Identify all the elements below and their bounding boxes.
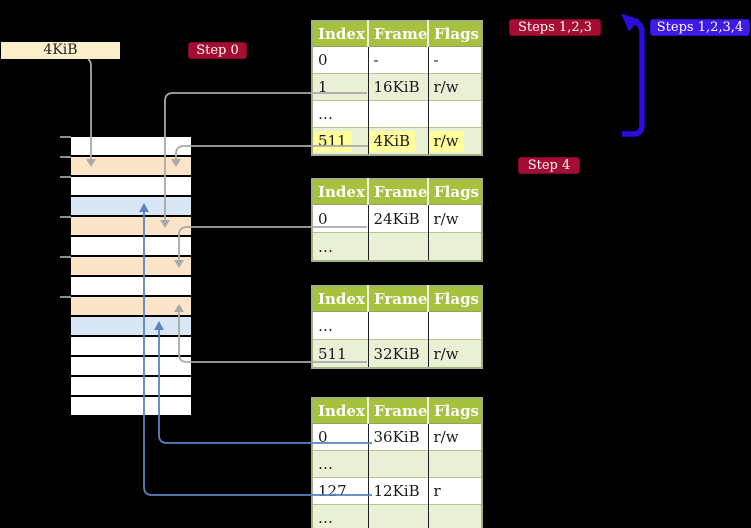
table-row: … (312, 100, 482, 128)
cell-index: … (312, 311, 368, 340)
cell-index: 127 (312, 477, 368, 505)
col-header-index: Index (312, 398, 368, 424)
cell-flags (427, 504, 482, 528)
step4-badge: Step 4 (518, 157, 580, 174)
highlight: 511 (314, 130, 352, 152)
memory-frame-row-free (71, 357, 191, 377)
address-tick (60, 156, 71, 158)
recursive-loop-arrow (622, 19, 645, 137)
table-row: … (312, 504, 482, 528)
col-header-frame: Frame (367, 179, 428, 205)
cell-flags: r/w (427, 73, 482, 101)
cell-flags: - (427, 46, 482, 74)
col-header-flags: Flags (427, 21, 482, 47)
cell-index: … (312, 504, 368, 528)
table-row: 0 36KiB r/w (312, 423, 482, 451)
steps123-badge: Steps 1,2,3 (509, 19, 601, 36)
cell-frame: 24KiB (367, 204, 428, 233)
cell-frame (367, 311, 428, 340)
memory-frame-row-free (71, 337, 191, 357)
col-header-flags: Flags (427, 286, 482, 312)
memory-frame-row-mapped (71, 317, 191, 337)
memory-frame-row-page_table (71, 297, 191, 317)
highlight: 4KiB (369, 130, 416, 152)
steps1234-badge: Steps 1,2,3,4 (650, 19, 750, 36)
cell-frame (367, 232, 428, 261)
table-row: 127 12KiB r (312, 477, 482, 505)
cell-frame: 16KiB (367, 73, 428, 101)
level2-page-table: Index Frame Flags … 511 32KiB r/w (311, 285, 483, 369)
memory-frame-row-free (71, 237, 191, 257)
cell-flags: r (427, 477, 482, 505)
cell-index: 511 (312, 127, 368, 155)
table-row: 0 24KiB r/w (312, 204, 482, 233)
highlight: r/w (429, 130, 464, 152)
cell-index: 0 (312, 46, 368, 74)
cell-flags: r/w (427, 204, 482, 233)
memory-frame-row-page_table (71, 257, 191, 277)
cell-index: … (312, 232, 368, 261)
memory-frame-row-mapped (71, 197, 191, 217)
cell-index: 511 (312, 339, 368, 368)
cell-flags: r/w (427, 127, 482, 155)
cell-flags (427, 450, 482, 478)
cell-frame (367, 450, 428, 478)
cell-index: 0 (312, 423, 368, 451)
cell-index: … (312, 450, 368, 478)
col-header-frame: Frame (367, 286, 428, 312)
table-row: 1 16KiB r/w (312, 73, 482, 101)
memory-frame-row-free (71, 377, 191, 397)
cell-frame: 32KiB (367, 339, 428, 368)
table-header-row: Index Frame Flags (312, 286, 482, 312)
col-header-flags: Flags (427, 179, 482, 205)
address-tick (60, 296, 71, 298)
address-tick (60, 136, 71, 138)
cell-frame (367, 100, 428, 128)
table-header-row: Index Frame Flags (312, 21, 482, 47)
step0-badge: Step 0 (188, 42, 247, 59)
table-row: 511 32KiB r/w (312, 339, 482, 368)
cell-index: 0 (312, 204, 368, 233)
address-tick (60, 176, 71, 178)
memory-frame-row-page_table (71, 157, 191, 177)
physical-memory-column (71, 137, 191, 417)
cell-flags: r/w (427, 423, 482, 451)
table-header-row: Index Frame Flags (312, 179, 482, 205)
col-header-frame: Frame (367, 21, 428, 47)
memory-frame-row-free (71, 397, 191, 417)
cell-frame: 12KiB (367, 477, 428, 505)
level1-page-table: Index Frame Flags 0 36KiB r/w … 127 12Ki… (311, 397, 483, 528)
cell-flags (427, 311, 482, 340)
table-header-row: Index Frame Flags (312, 398, 482, 424)
memory-frame-row-page_table (71, 217, 191, 237)
cell-frame: 36KiB (367, 423, 428, 451)
cell-index: 1 (312, 73, 368, 101)
col-header-frame: Frame (367, 398, 428, 424)
frame-size-label: 4KiB (1, 42, 120, 59)
cell-flags: r/w (427, 339, 482, 368)
table-row: 0 - - (312, 46, 482, 74)
cell-frame: 4KiB (367, 127, 428, 155)
cell-flags (427, 232, 482, 261)
memory-frame-row-free (71, 137, 191, 157)
table-row: … (312, 450, 482, 478)
col-header-index: Index (312, 286, 368, 312)
table-row: … (312, 232, 482, 261)
memory-frame-row-free (71, 177, 191, 197)
address-tick (60, 256, 71, 258)
col-header-index: Index (312, 179, 368, 205)
memory-frame-row-free (71, 277, 191, 297)
cell-index: … (312, 100, 368, 128)
table-row: … (312, 311, 482, 340)
col-header-flags: Flags (427, 398, 482, 424)
level4-page-table: Index Frame Flags 0 - - 1 16KiB r/w … 51… (311, 20, 483, 156)
level3-page-table: Index Frame Flags 0 24KiB r/w … (311, 178, 483, 262)
col-header-index: Index (312, 21, 368, 47)
cell-frame (367, 504, 428, 528)
recursive-loop-arrowhead-icon (621, 13, 640, 32)
cell-flags (427, 100, 482, 128)
table-row-highlighted: 511 4KiB r/w (312, 127, 482, 155)
address-tick (60, 216, 71, 218)
cell-frame: - (367, 46, 428, 74)
